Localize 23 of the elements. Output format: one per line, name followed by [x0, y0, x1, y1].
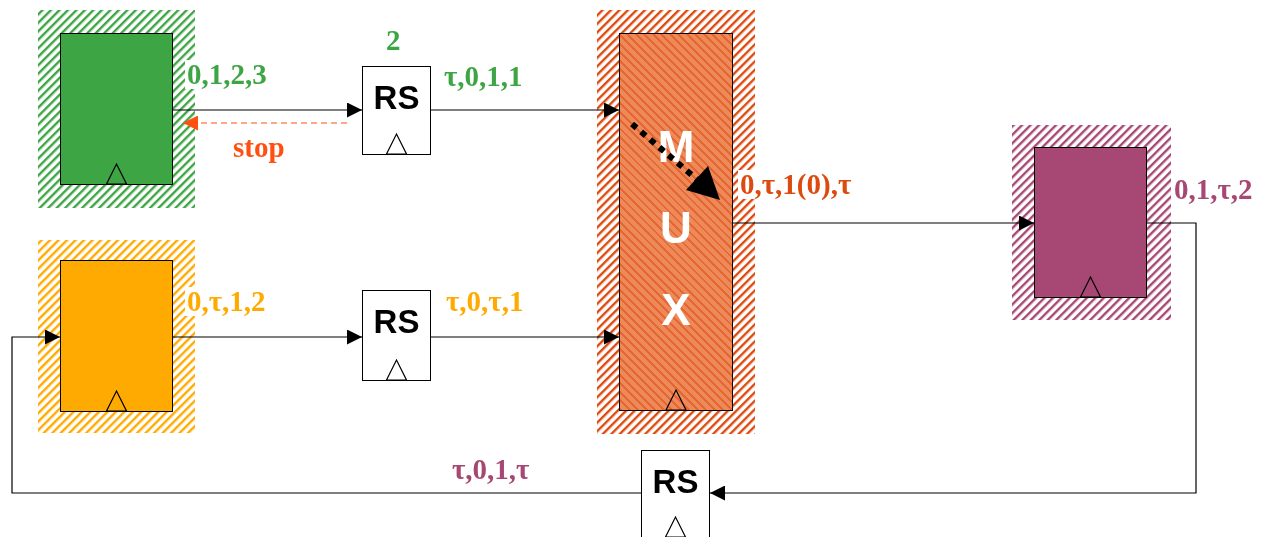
- count-label: 2: [386, 26, 401, 55]
- edge-label: 0,τ,1(0),τ: [738, 170, 854, 199]
- multiplexer-block: [619, 33, 733, 411]
- multiplexer-label: MUX: [656, 121, 696, 336]
- register-slice-box: [362, 66, 431, 155]
- arrow: [732, 215, 1035, 231]
- arrow: [709, 222, 1197, 501]
- register-block: [1034, 147, 1147, 298]
- arrow: [430, 329, 620, 345]
- register-block: [60, 33, 173, 185]
- block-label: RS: [373, 305, 420, 338]
- arrow: [172, 102, 363, 118]
- register-block: [60, 260, 173, 412]
- edge-label: 0,1,2,3: [185, 60, 269, 89]
- block-label: RS: [373, 81, 420, 114]
- dashed-arrow: [182, 115, 348, 131]
- arrow: [11, 329, 642, 494]
- register-slice-box: [641, 450, 710, 537]
- arrow: [430, 102, 620, 118]
- block-label: RS: [652, 465, 699, 498]
- register-slice-box: [362, 290, 431, 381]
- edge-label: 0,τ,1,2: [185, 287, 268, 316]
- arrow: [172, 329, 363, 345]
